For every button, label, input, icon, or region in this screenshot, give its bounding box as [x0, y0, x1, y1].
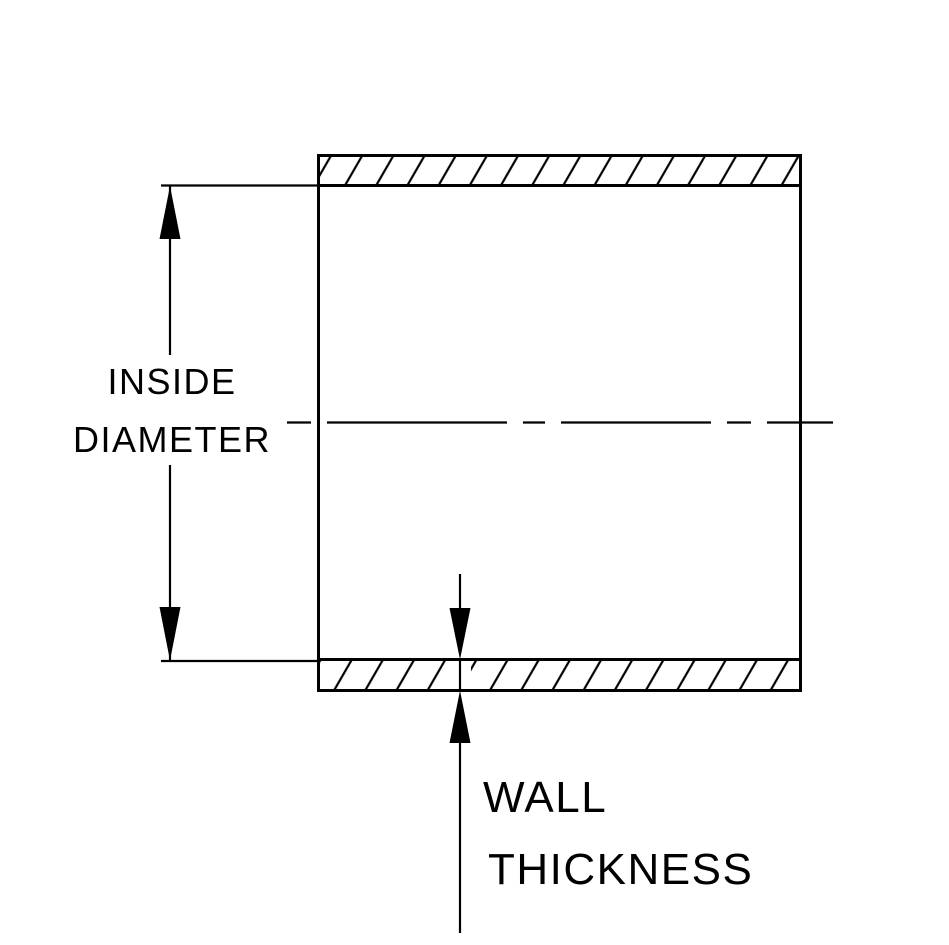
inside-diameter-arrow-down-icon: [159, 607, 181, 661]
wall-thickness-label-line1: WALL: [483, 773, 607, 822]
top-wall-hatch: [318, 155, 801, 186]
wall-thickness-arrow-up-icon: [449, 690, 471, 743]
tube-outline: [317, 154, 802, 692]
inside-diameter-label-line1: INSIDE: [107, 361, 236, 402]
inside-diameter-arrow-up-icon: [159, 186, 181, 239]
bottom-wall-hatch: [318, 659, 801, 691]
inside-diameter-label-line2: DIAMETER: [73, 419, 271, 460]
wall-thickness-arrow-down-icon: [449, 608, 471, 660]
wall-thickness-label-line2: THICKNESS: [488, 845, 753, 894]
